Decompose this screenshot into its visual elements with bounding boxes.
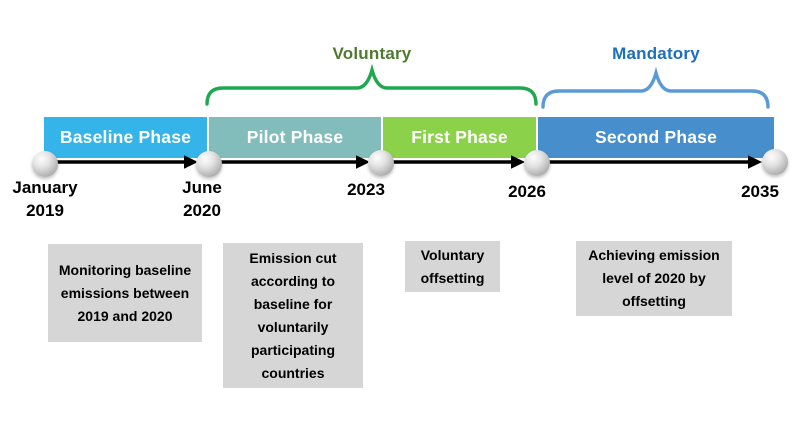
milestone-date-2035: 2035 — [741, 182, 779, 201]
milestone-marker-icon — [524, 150, 550, 176]
note-voluntary-offsetting: Voluntary offsetting — [405, 241, 500, 292]
milestone-date-2026: 2026 — [508, 182, 546, 201]
milestone-date-june-2020: June 2020 — [182, 178, 222, 220]
voluntary-brace-icon — [205, 63, 538, 106]
mandatory-brace-icon — [541, 66, 770, 109]
voluntary-bracket-label: Voluntary — [332, 44, 412, 63]
phase-bar-baseline: Baseline Phase — [44, 117, 207, 158]
note-monitoring-baseline: Monitoring baseline emissions between 20… — [48, 244, 202, 342]
milestone-marker-icon — [368, 150, 394, 176]
milestone-marker-icon — [196, 151, 222, 177]
note-emission-cut: Emission cut according to baseline for v… — [223, 243, 363, 388]
note-achieving-emission-level: Achieving emission level of 2020 by offs… — [576, 241, 732, 316]
phase-label-pilot: Pilot Phase — [246, 127, 344, 147]
phase-label-second: Second Phase — [594, 127, 718, 147]
phase-bar-first: First Phase — [383, 117, 536, 158]
milestone-date-2023: 2023 — [347, 180, 385, 199]
phase-label-baseline: Baseline Phase — [59, 127, 192, 147]
milestone-marker-icon — [32, 151, 58, 177]
milestone-date-january-2019: January 2019 — [12, 178, 78, 220]
milestone-marker-icon — [762, 149, 788, 175]
phase-label-first: First Phase — [411, 127, 508, 147]
phase-bar-second: Second Phase — [538, 117, 774, 158]
phase-bar-pilot: Pilot Phase — [209, 117, 381, 158]
mandatory-bracket-label: Mandatory — [612, 44, 700, 63]
